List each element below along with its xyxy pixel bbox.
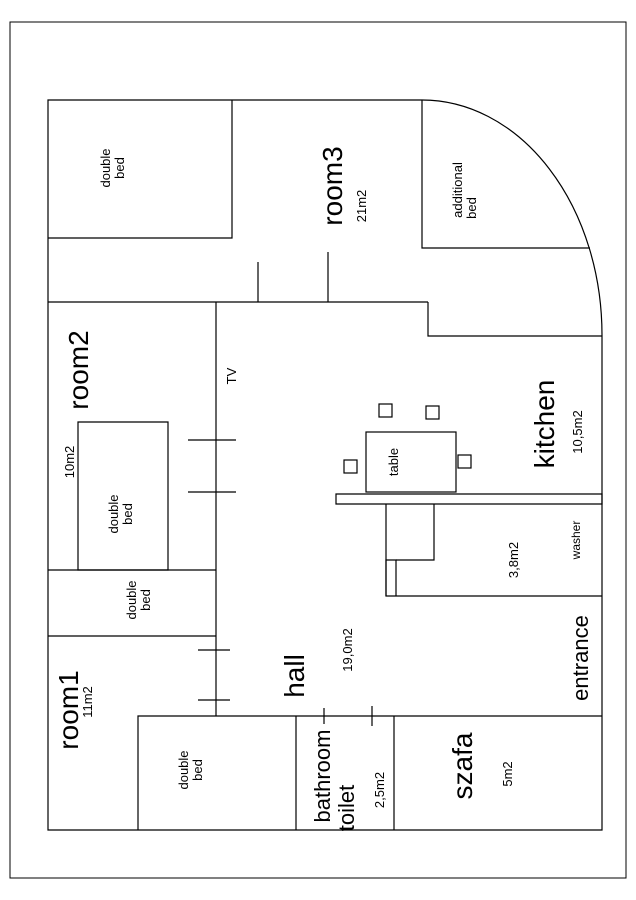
kitchen-area: 10,5m2 — [570, 410, 585, 453]
laundry-pillar — [385, 559, 397, 596]
label-bed-2: bed — [464, 197, 479, 219]
kitchen-top-wall — [427, 302, 602, 337]
label-table: table — [386, 448, 401, 476]
room2-area: 10m2 — [62, 446, 77, 479]
label-double: double — [98, 148, 113, 187]
room2-name: room2 — [63, 330, 94, 409]
label-bed-5: bed — [190, 759, 205, 781]
label-double-3: double — [124, 580, 139, 619]
outer-wall — [47, 99, 603, 831]
room3-area: 21m2 — [354, 190, 369, 223]
labels: double bed room3 21m2 additional bed roo… — [53, 146, 593, 831]
szafa-name: szafa — [447, 732, 478, 799]
chair-3 — [343, 459, 358, 474]
room3-name: room3 — [317, 146, 348, 225]
additional-bed-box — [421, 100, 590, 249]
room1-name: room1 — [53, 670, 84, 749]
room1-area: 11m2 — [80, 686, 95, 718]
label-bed-4: bed — [138, 589, 153, 611]
room2-bed — [77, 421, 169, 571]
label-double-4: double — [176, 750, 191, 789]
room3-bed-box — [48, 100, 233, 239]
toilet-name: toilet — [334, 785, 359, 831]
label-bed: bed — [112, 157, 127, 179]
label-washer: washer — [569, 521, 583, 561]
chair-4 — [457, 454, 472, 469]
bath-name: bathroom — [310, 730, 335, 823]
kitchen-counter — [335, 493, 603, 505]
chair-1 — [378, 403, 393, 418]
room1-wall — [137, 715, 602, 830]
entrance-name: entrance — [568, 615, 593, 701]
bath-area: 2,5m2 — [372, 772, 387, 808]
laundry-inner — [396, 504, 435, 561]
laundry-area: 3,8m2 — [506, 542, 521, 578]
page-border — [9, 21, 627, 879]
table — [365, 431, 457, 493]
chair-2 — [425, 405, 440, 420]
label-tv: TV — [224, 367, 239, 384]
szafa-area: 5m2 — [500, 761, 515, 786]
label-double-2: double — [106, 494, 121, 533]
label-additional: additional — [450, 162, 465, 218]
kitchen-name: kitchen — [529, 380, 560, 469]
label-bed-3: bed — [120, 503, 135, 525]
hall-name: hall — [279, 654, 310, 698]
walls — [47, 99, 603, 831]
hall-area: 19,0m2 — [340, 628, 355, 671]
